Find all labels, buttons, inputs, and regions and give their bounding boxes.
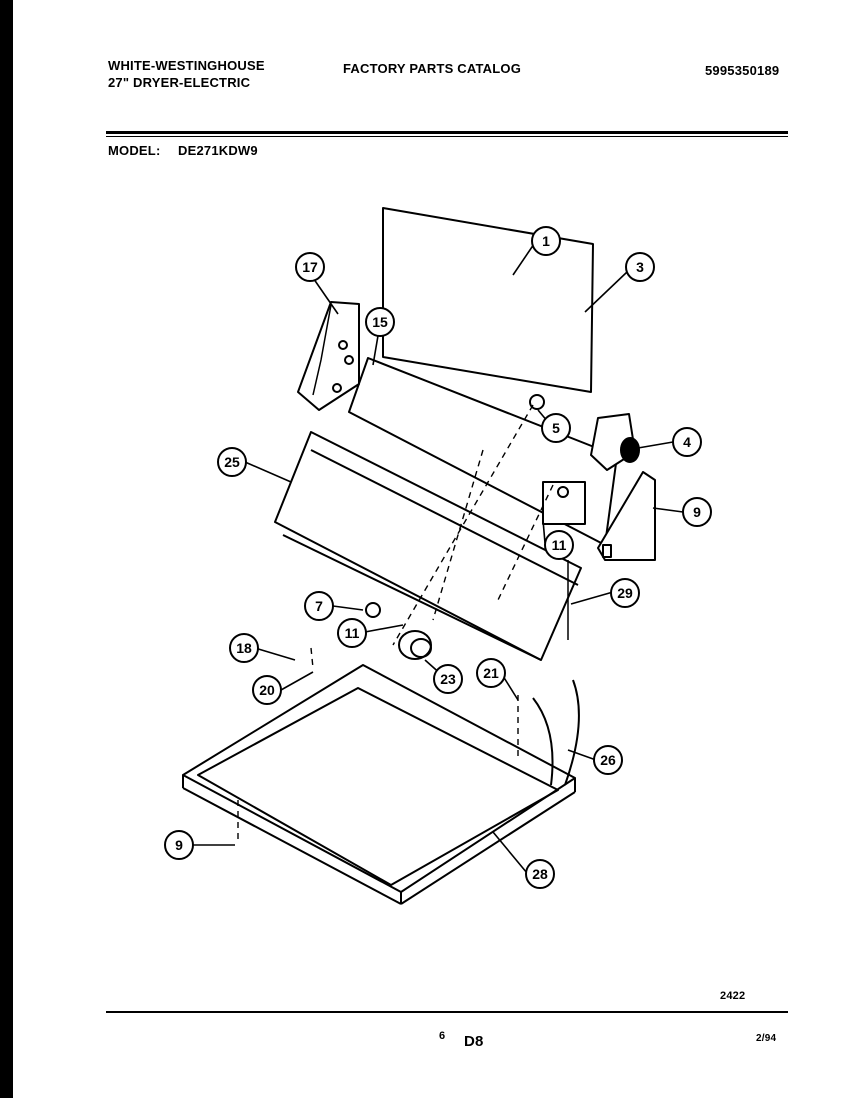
date-label: 2/94 bbox=[756, 1033, 777, 1044]
callout-11: 11 bbox=[337, 618, 367, 648]
callout-label: 23 bbox=[440, 671, 456, 687]
footer-rule bbox=[106, 1011, 788, 1013]
callout-9: 9 bbox=[164, 830, 194, 860]
callout-label: 29 bbox=[617, 585, 633, 601]
part-5-knob-shaft bbox=[529, 394, 545, 410]
exploded-parts-diagram: 1 3 17 15 5 4 25 9 11 29 7 11 18 20 23 21 26 9 28 bbox=[164, 207, 712, 905]
callout-label: 4 bbox=[683, 434, 691, 450]
callout-label: 21 bbox=[483, 665, 499, 681]
callout-29: 29 bbox=[610, 578, 640, 608]
callout-9: 9 bbox=[682, 497, 712, 527]
callout-26: 26 bbox=[593, 745, 623, 775]
callout-28: 28 bbox=[525, 859, 555, 889]
catalog-number: 5995350189 bbox=[705, 63, 780, 78]
callout-label: 25 bbox=[224, 454, 240, 470]
callout-label: 9 bbox=[175, 837, 183, 853]
section-label: D8 bbox=[464, 1033, 484, 1050]
part-26-wires bbox=[532, 697, 554, 786]
catalog-page: WHITE-WESTINGHOUSE 27" DRYER-ELECTRIC FA… bbox=[13, 0, 864, 1098]
drawing-code: 2422 bbox=[720, 990, 746, 1002]
header-rule-thin bbox=[106, 136, 788, 137]
callout-label: 3 bbox=[636, 259, 644, 275]
callout-17: 17 bbox=[295, 252, 325, 282]
callout-15: 15 bbox=[365, 307, 395, 337]
callout-18: 18 bbox=[229, 633, 259, 663]
part-11-switch bbox=[542, 481, 586, 525]
callout-label: 15 bbox=[372, 314, 388, 330]
callout-4: 4 bbox=[672, 427, 702, 457]
callout-20: 20 bbox=[252, 675, 282, 705]
callout-label: 7 bbox=[315, 598, 323, 614]
model-label: MODEL: bbox=[108, 143, 161, 158]
callout-5: 5 bbox=[541, 413, 571, 443]
callout-7: 7 bbox=[304, 591, 334, 621]
callout-label: 5 bbox=[552, 420, 560, 436]
callout-label: 26 bbox=[600, 752, 616, 768]
callout-label: 18 bbox=[236, 640, 252, 656]
callout-3: 3 bbox=[625, 252, 655, 282]
callout-label: 11 bbox=[552, 537, 567, 553]
part-7-button bbox=[365, 602, 381, 618]
part-1-back-panel bbox=[382, 207, 594, 393]
callout-21: 21 bbox=[476, 658, 506, 688]
callout-23: 23 bbox=[433, 664, 463, 694]
catalog-title: FACTORY PARTS CATALOG bbox=[343, 61, 522, 76]
callout-11: 11 bbox=[544, 530, 574, 560]
callout-label: 28 bbox=[532, 866, 548, 882]
callout-label: 1 bbox=[542, 233, 550, 249]
callout-1: 1 bbox=[531, 226, 561, 256]
part-17-bracket bbox=[297, 301, 360, 411]
callout-label: 20 bbox=[259, 682, 275, 698]
model-value: DE271KDW9 bbox=[178, 143, 258, 158]
callout-label: 17 bbox=[302, 259, 318, 275]
brand-label: WHITE-WESTINGHOUSE bbox=[108, 58, 265, 73]
page-number: 6 bbox=[439, 1030, 446, 1042]
product-label: 27" DRYER-ELECTRIC bbox=[108, 75, 251, 90]
callout-label: 9 bbox=[693, 504, 701, 520]
callout-25: 25 bbox=[217, 447, 247, 477]
header-rule bbox=[106, 131, 788, 134]
callout-label: 11 bbox=[345, 625, 360, 641]
